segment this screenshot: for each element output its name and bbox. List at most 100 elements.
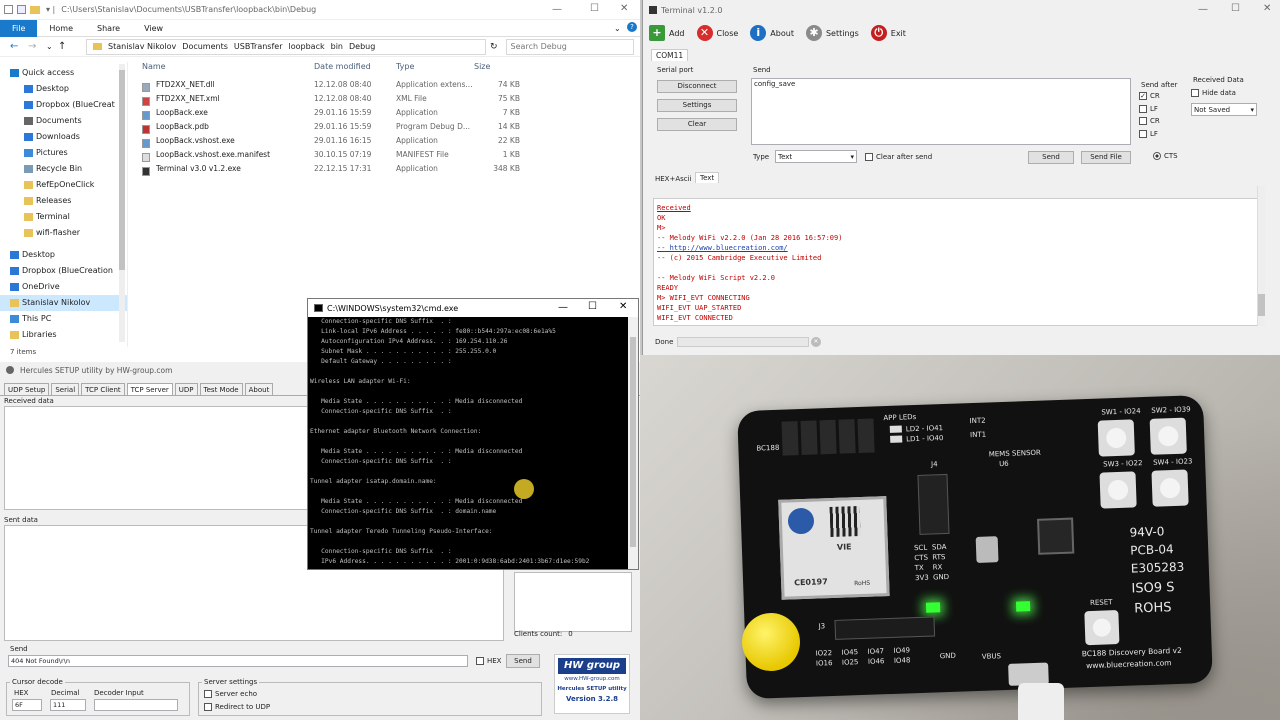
clear-button[interactable]: Clear (657, 118, 737, 131)
add-button[interactable]: +Add (649, 25, 685, 41)
close-icon[interactable]: ✕ (620, 3, 629, 14)
minimize-icon[interactable]: — (558, 302, 568, 313)
send-after-checkbox[interactable]: LF (1139, 128, 1160, 141)
send-button[interactable]: Send (1028, 151, 1074, 164)
clear-after-send-checkbox[interactable]: Clear after send (865, 153, 932, 161)
exit-button[interactable]: ⏻Exit (870, 25, 906, 41)
breadcrumb-item[interactable]: USBTransfer (233, 42, 283, 51)
hex-checkbox[interactable]: HEX (476, 657, 501, 665)
quick-access-toolbar-icon[interactable] (4, 5, 13, 14)
tab-about[interactable]: About (244, 382, 274, 395)
tab-text[interactable]: Text (695, 172, 720, 183)
close-icon[interactable]: ✕ (619, 301, 628, 312)
nav-item[interactable]: Quick access (0, 65, 127, 81)
close-button[interactable]: ✕Close (696, 25, 738, 41)
server-echo-checkbox[interactable]: Server echo (204, 690, 257, 698)
send-button[interactable]: Send (506, 654, 540, 668)
save-mode-select[interactable]: Not Saved▾ (1191, 103, 1257, 116)
close-circle-icon[interactable]: ✕ (811, 337, 821, 347)
nav-item[interactable]: Desktop (0, 247, 127, 263)
settings-port-button[interactable]: Settings (657, 99, 737, 112)
nav-item[interactable]: Releases (0, 193, 127, 209)
column-size[interactable]: Size (474, 62, 491, 71)
redirect-udp-checkbox[interactable]: Redirect to UDP (204, 703, 270, 711)
tab-udp-setup[interactable]: UDP Setup (4, 382, 50, 395)
tab-home[interactable]: Home (49, 23, 74, 33)
up-icon[interactable]: ↑ (58, 41, 67, 52)
recv-scrollbar[interactable] (1257, 186, 1265, 326)
send-after-checkbox[interactable]: LF (1139, 103, 1160, 116)
breadcrumb-item[interactable]: Debug (348, 42, 376, 51)
maximize-icon[interactable]: ☐ (588, 301, 597, 312)
nav-item[interactable]: Dropbox (BlueCreat (0, 97, 127, 113)
maximize-icon[interactable]: ☐ (590, 3, 599, 14)
tab-hex-ascii[interactable]: HEX+Ascii (655, 175, 692, 183)
tab-test-mode[interactable]: Test Mode (199, 382, 243, 395)
column-name[interactable]: Name (142, 62, 166, 71)
tab-serial[interactable]: Serial (51, 382, 80, 395)
nav-item[interactable]: This PC (0, 311, 127, 327)
new-folder-icon[interactable] (30, 5, 40, 14)
disconnect-button[interactable]: Disconnect (657, 80, 737, 93)
nav-item[interactable]: Libraries (0, 327, 127, 343)
send-file-button[interactable]: Send File (1081, 151, 1131, 164)
hex-value-field[interactable]: 6F (12, 699, 42, 711)
close-icon[interactable]: ✕ (1263, 3, 1272, 14)
nav-item[interactable]: Recycle Bin (0, 161, 127, 177)
chevron-down-icon[interactable]: ▾ | (46, 5, 56, 14)
tab-share[interactable]: Share (97, 23, 121, 33)
send-textarea[interactable]: config_save (751, 78, 1131, 145)
nav-item[interactable]: Downloads (0, 129, 127, 145)
nav-item[interactable]: Documents (0, 113, 127, 129)
settings-button[interactable]: ✱Settings (805, 25, 859, 41)
minimize-icon[interactable]: — (552, 4, 562, 15)
breadcrumb-item[interactable]: Documents (182, 42, 228, 51)
nav-item[interactable]: RefEpOneClick (0, 177, 127, 193)
send-after-checkbox[interactable]: ✓CR (1139, 92, 1160, 101)
send-input[interactable]: 404 Not Found\r\n (8, 655, 468, 667)
minimize-icon[interactable]: — (1198, 4, 1208, 15)
nav-item[interactable]: Terminal (0, 209, 127, 225)
nav-item[interactable]: Dropbox (BlueCreation (0, 263, 127, 279)
clients-list[interactable] (514, 572, 632, 632)
tab-file[interactable]: File (0, 19, 38, 37)
column-date[interactable]: Date modified (314, 62, 371, 71)
breadcrumb[interactable]: Stanislav Nikolov Documents USBTransfer … (86, 38, 486, 55)
nav-item[interactable]: OneDrive (0, 279, 127, 295)
nav-item[interactable]: Pictures (0, 145, 127, 161)
console-scrollbar[interactable] (628, 317, 638, 569)
tab-tcp-server[interactable]: TCP Server (126, 382, 173, 395)
nav-item[interactable]: Stanislav Nikolov (0, 295, 127, 311)
chevron-down-icon[interactable]: ⌄ (614, 24, 621, 33)
breadcrumb-item[interactable]: Stanislav Nikolov (108, 42, 177, 51)
tab-tcp-client[interactable]: TCP Client (81, 382, 125, 395)
hide-data-checkbox[interactable]: Hide data (1191, 89, 1236, 97)
column-type[interactable]: Type (396, 62, 415, 71)
back-icon[interactable]: ← (10, 41, 19, 52)
tab-com11[interactable]: COM11 (651, 49, 689, 61)
chevron-down-icon[interactable]: ⌄ (46, 42, 53, 51)
send-after-checkbox[interactable]: CR (1139, 115, 1160, 128)
nav-item[interactable]: wifi-flasher (0, 225, 127, 241)
tab-view[interactable]: View (144, 23, 164, 33)
nav-scrollbar[interactable] (119, 64, 125, 342)
decoder-input-field[interactable] (94, 699, 178, 711)
tab-udp[interactable]: UDP (174, 382, 198, 395)
type-select[interactable]: Text▾ (775, 150, 857, 163)
console-output[interactable]: Connection-specific DNS Suffix . : Link-… (308, 317, 626, 567)
breadcrumb-item[interactable]: bin (330, 42, 343, 51)
breadcrumb-item[interactable]: loopback (288, 42, 325, 51)
refresh-icon[interactable]: ↻ (490, 41, 498, 52)
search-input[interactable]: Search Debug (505, 38, 634, 55)
properties-icon[interactable] (17, 5, 26, 14)
help-icon[interactable]: ? (627, 22, 637, 32)
forward-icon[interactable]: → (28, 41, 37, 52)
